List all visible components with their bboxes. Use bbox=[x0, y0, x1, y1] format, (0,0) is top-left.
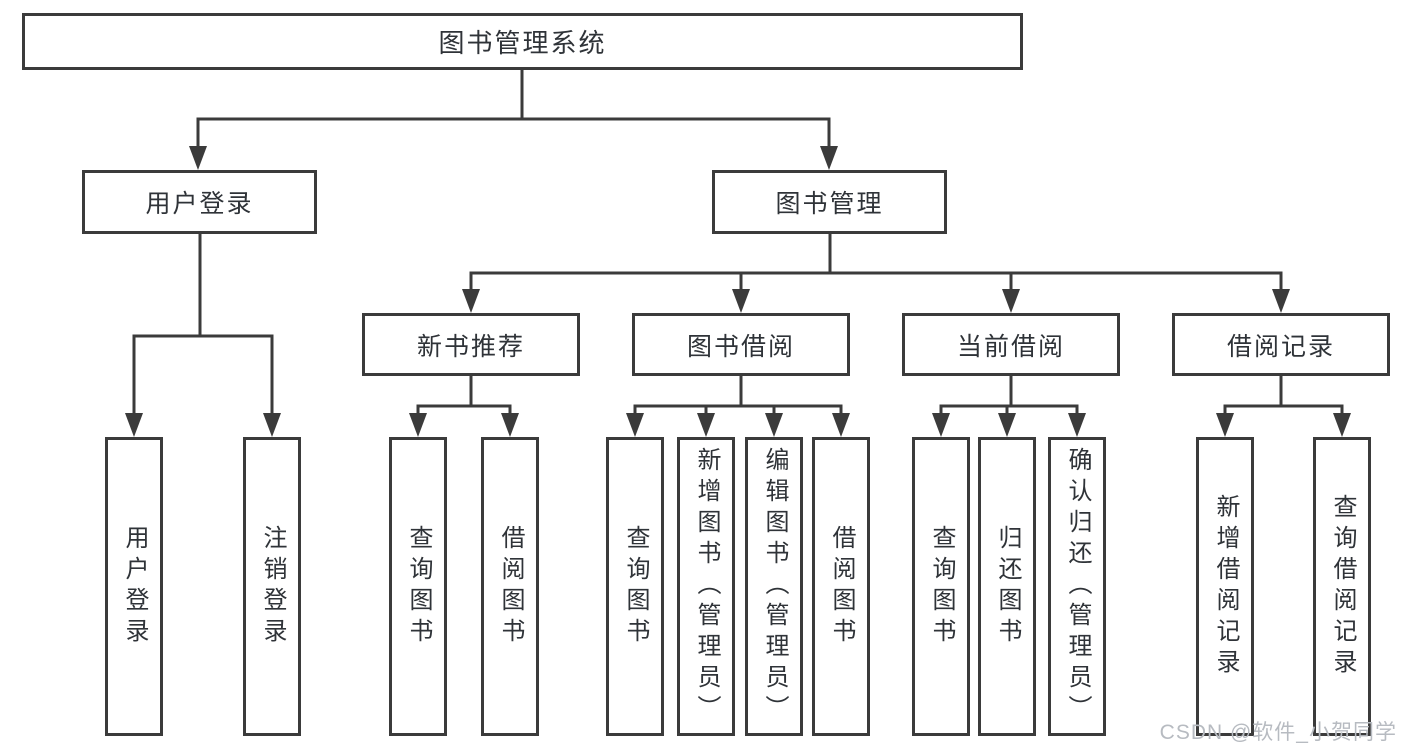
node-user-login: 用户登录 bbox=[82, 170, 317, 234]
leaf-add-borrow-record: 新增借阅记录 bbox=[1196, 437, 1254, 736]
leaf-user-login: 用户登录 bbox=[105, 437, 163, 736]
node-library-system: 图书管理系统 bbox=[22, 13, 1023, 70]
leaf-return-books: 归还图书 bbox=[978, 437, 1036, 736]
leaf-query-borrow-record: 查询借阅记录 bbox=[1313, 437, 1371, 736]
leaf-query-books-borrow: 查询图书 bbox=[606, 437, 664, 736]
leaf-confirm-return-admin: 确认归还（管理员） bbox=[1048, 437, 1106, 736]
leaf-query-books-current: 查询图书 bbox=[912, 437, 970, 736]
node-borrow-records: 借阅记录 bbox=[1172, 313, 1390, 376]
node-new-book-recommend: 新书推荐 bbox=[362, 313, 580, 376]
leaf-query-books-recommend: 查询图书 bbox=[389, 437, 447, 736]
leaf-edit-books-admin: 编辑图书（管理员） bbox=[745, 437, 803, 736]
leaf-borrow-books-recommend: 借阅图书 bbox=[481, 437, 539, 736]
leaf-add-books-admin: 新增图书（管理员） bbox=[677, 437, 735, 736]
watermark: CSDN @软件_小贺同学 bbox=[1159, 721, 1397, 744]
node-current-borrow: 当前借阅 bbox=[902, 313, 1120, 376]
leaf-logout: 注销登录 bbox=[243, 437, 301, 736]
node-book-management: 图书管理 bbox=[712, 170, 947, 234]
arrowheads bbox=[125, 146, 1351, 437]
leaf-borrow-books: 借阅图书 bbox=[812, 437, 870, 736]
node-book-borrow: 图书借阅 bbox=[632, 313, 850, 376]
